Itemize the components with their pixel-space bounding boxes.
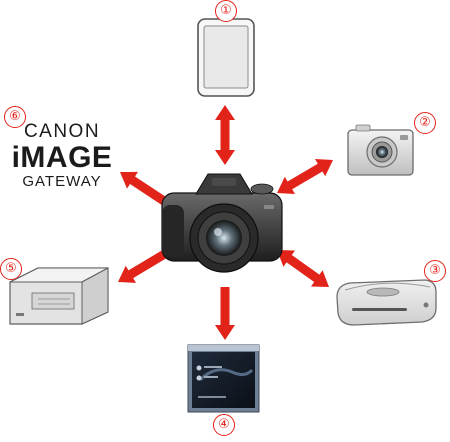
gateway-logo-line3: GATEWAY: [22, 173, 102, 190]
computer-screen-icon: [187, 344, 260, 413]
arrow-to-computer: [215, 287, 235, 340]
arrow-to-image-gateway: [120, 171, 173, 209]
gateway-logo-line2: iMAGE: [11, 141, 113, 174]
arrows-group: [118, 105, 333, 340]
number-marker-6: ⑥: [4, 106, 26, 128]
number-marker-2: ②: [414, 112, 436, 134]
compact-camera-icon: [347, 124, 414, 176]
number-marker-4: ④: [213, 414, 235, 436]
arrow-to-printer: [118, 248, 171, 283]
number-marker-5: ⑤: [0, 258, 22, 280]
arrow-to-compact-camera: [277, 159, 333, 194]
number-marker-3: ③: [424, 260, 446, 282]
arrow-to-smartphone: [215, 105, 235, 165]
arrow-to-connect-station: [277, 250, 329, 287]
dslr-camera-icon: [161, 173, 283, 273]
smartphone-icon: [197, 18, 255, 97]
number-marker-1: ①: [215, 0, 237, 22]
printer-icon: [9, 267, 109, 325]
image-gateway-logo: CANON iMAGE GATEWAY: [6, 121, 118, 190]
gateway-logo-line1: CANON: [23, 121, 101, 142]
connect-station-icon: [336, 279, 437, 326]
